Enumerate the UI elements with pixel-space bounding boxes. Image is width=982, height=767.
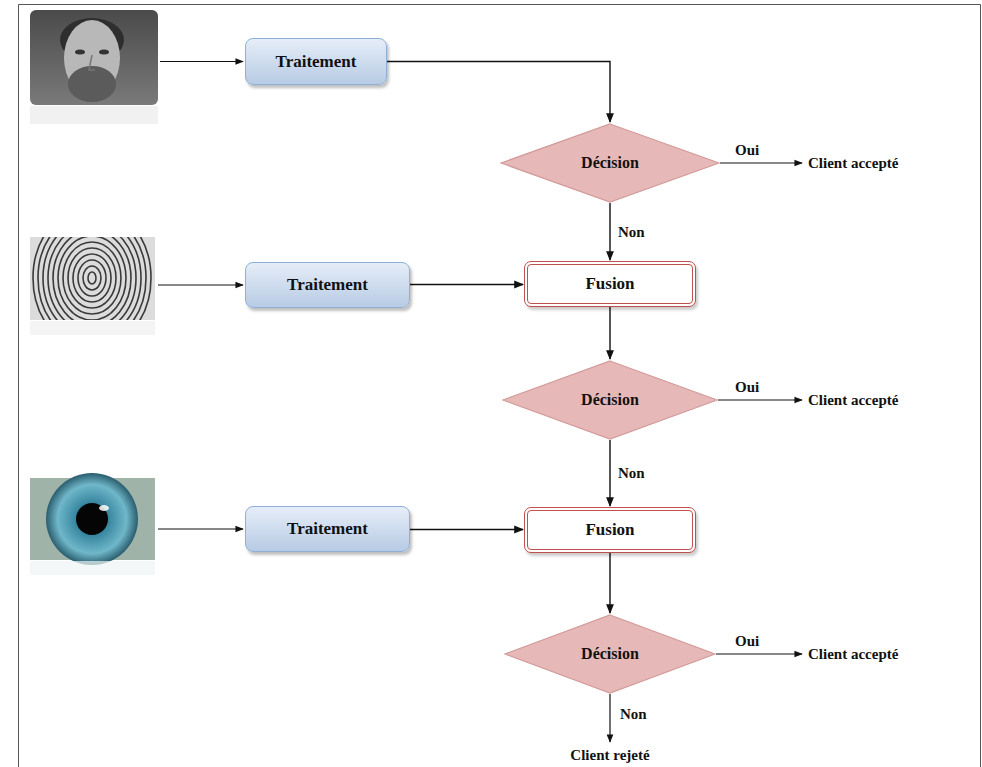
decision-diamond: Décision [500, 123, 720, 203]
flow-arrow [609, 440, 610, 506]
input-arrows [158, 62, 243, 530]
branch-label: Non [618, 705, 649, 723]
outcome-label: Client accepté [806, 645, 900, 663]
flow-arrow [609, 553, 610, 613]
branch-label: Oui [733, 378, 761, 396]
outcome-label: Client rejeté [568, 746, 651, 764]
flow-arrow [410, 529, 523, 530]
process-box: Traitement [245, 506, 410, 552]
flow-arrow [609, 307, 610, 359]
node-text: Traitement [287, 519, 368, 539]
flow-arrow [609, 203, 610, 260]
decision-diamond: Décision [502, 360, 718, 440]
process-box: Traitement [245, 38, 387, 85]
outcome-arrow [716, 653, 802, 654]
node-text: Fusion [585, 274, 634, 294]
node-text: Fusion [585, 520, 634, 540]
edge-label: Non [616, 464, 647, 482]
fusion-box: Fusion [524, 261, 696, 307]
flow-arrow [410, 284, 523, 285]
outcome-label: Client accepté [806, 391, 900, 409]
frame [19, 5, 981, 767]
iris-image [30, 473, 155, 575]
outcome-arrow [718, 399, 802, 400]
decision-diamond: Décision [504, 614, 716, 694]
input-arrow [160, 61, 243, 62]
node-text: Décision [581, 154, 639, 172]
node-text: Traitement [276, 52, 357, 72]
face-photo [30, 10, 158, 124]
branch-label: Oui [733, 632, 761, 650]
input-arrow [158, 284, 243, 285]
edge-label: Non [616, 223, 647, 241]
node-text: Traitement [287, 275, 368, 295]
process-box: Traitement [245, 262, 410, 308]
outcome-arrow [609, 694, 610, 742]
outcome-arrow [720, 162, 802, 163]
node-text: Décision [581, 391, 639, 409]
fingerprint-image [30, 206, 155, 350]
fusion-box: Fusion [524, 507, 696, 553]
node-text: Décision [581, 645, 639, 663]
outcome-label: Client accepté [806, 154, 900, 172]
branch-label: Oui [733, 141, 761, 159]
flow-arrow [387, 62, 610, 123]
input-arrow [158, 528, 243, 529]
